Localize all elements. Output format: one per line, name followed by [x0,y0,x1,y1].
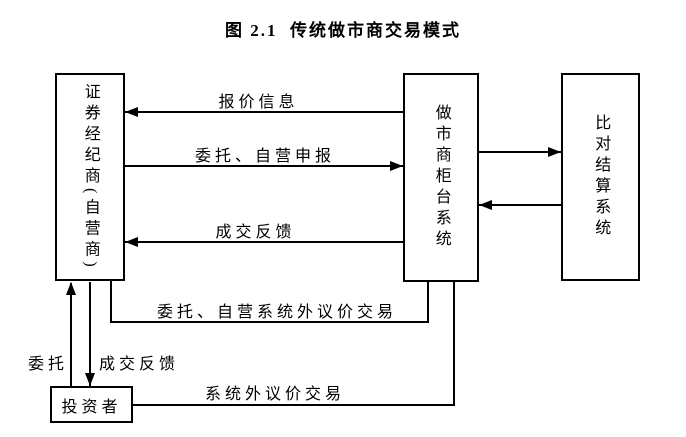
edge-offsystem-broker-vline-right [427,282,429,323]
edge-order-report-arrowhead-right-icon [390,161,403,171]
node-comparison-settlement-system: 比对结算系统 [561,73,640,281]
node-securities-broker-label: 证券经纪商(自营商) [81,82,99,272]
edge-investor-order-label: 委托 [28,356,69,373]
edge-investor-feedback-arrowhead-down-icon [85,373,95,386]
edge-order-report-line [125,165,403,167]
edge-offsystem-broker-label: 委托、自营系统外议价交易 [156,304,397,321]
edge-counter-to-settlement-arrowhead-right-icon [548,147,561,157]
node-investor: 投资者 [50,386,133,423]
node-market-maker-counter-system-label: 做市商柜台系统 [432,104,450,251]
edge-offsystem-investor-label: 系统外议价交易 [204,386,345,403]
edge-investor-order-arrowhead-up-icon [66,282,76,295]
node-investor-label: 投资者 [61,398,122,416]
node-comparison-settlement-system-label: 比对结算系统 [592,114,610,240]
figure-title: 图 2.1 传统做市商交易模式 [225,21,461,40]
edge-investor-feedback-line [89,282,91,386]
edge-offsystem-investor-hline [131,404,455,406]
node-securities-broker: 证券经纪商(自营商) [55,73,125,281]
edge-offsystem-broker-hline [110,321,429,323]
edge-investor-feedback-label: 成交反馈 [99,356,180,373]
edge-trade-feedback-label: 成交反馈 [215,224,296,241]
edge-trade-feedback-line [125,241,403,243]
edge-quote-arrowhead-left-icon [125,107,138,117]
edge-trade-feedback-arrowhead-left-icon [125,237,138,247]
edge-investor-order-line [70,283,72,386]
edge-settlement-to-counter-arrowhead-left-icon [479,200,492,210]
node-market-maker-counter-system: 做市商柜台系统 [403,73,479,282]
edge-offsystem-investor-vline [453,282,455,406]
edge-quote-line [125,111,403,113]
edge-counter-to-settlement-line [479,151,561,153]
edge-settlement-to-counter-line [479,204,561,206]
edge-quote-label: 报价信息 [218,94,299,111]
edge-order-report-label: 委托、自营申报 [194,148,335,165]
edge-offsystem-broker-vline-left [110,281,112,323]
